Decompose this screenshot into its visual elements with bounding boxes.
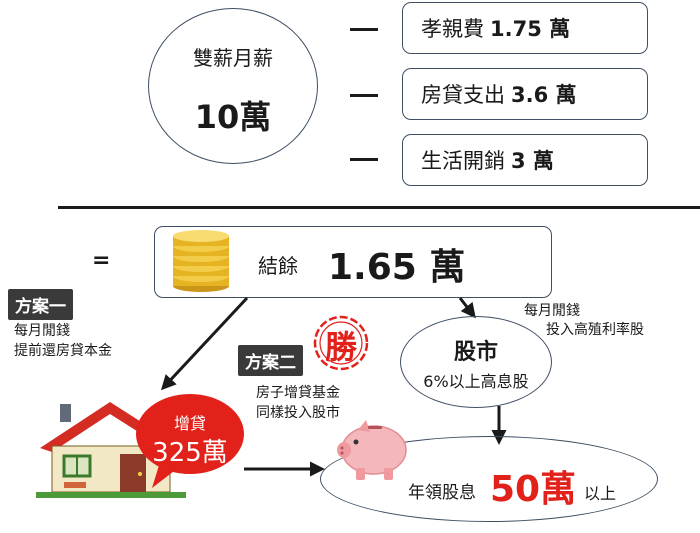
plan1-line2: 提前還房貸本金	[14, 343, 112, 359]
expense-box-filial: 孝親費 1.75 萬	[402, 2, 648, 54]
loan-bubble	[136, 394, 244, 488]
win-stamp-text: 勝	[324, 328, 357, 366]
stock-subtitle: 6%以上高息股	[423, 372, 529, 391]
stock-note-line2: 投入高殖利率股	[546, 322, 644, 338]
coin-stack-icon	[173, 230, 229, 292]
expense-label: 生活開銷	[421, 149, 505, 173]
stock-circle	[400, 316, 552, 408]
piggy-bank-icon	[337, 420, 407, 480]
plan2-line1: 房子增貸基金	[256, 385, 340, 401]
dividend-amount: 50萬	[490, 469, 577, 510]
expense-amount: 1.75 萬	[490, 17, 571, 41]
balance-box	[154, 226, 552, 298]
expense-box-living: 生活開銷 3 萬	[402, 134, 648, 186]
stock-note-line1: 每月閒錢	[524, 303, 580, 319]
expense-amount: 3 萬	[511, 149, 554, 173]
loan-amount: 325萬	[152, 438, 228, 468]
income-label: 雙薪月薪	[193, 46, 273, 70]
income-circle	[148, 8, 318, 164]
dividend-prefix: 年領股息	[408, 483, 476, 503]
plan2-tag: 方案二	[238, 345, 303, 376]
arrow-to-house	[160, 296, 249, 391]
equals-sign: =	[92, 248, 111, 273]
expense-box-mortgage: 房貸支出 3.6 萬	[402, 68, 648, 120]
dividend-suffix: 以上	[584, 484, 617, 503]
expense-label: 房貸支出	[421, 83, 505, 107]
win-stamp-icon	[313, 315, 369, 371]
plan1-tag: 方案一	[8, 289, 73, 320]
expense-amount: 3.6 萬	[511, 83, 577, 107]
stock-title: 股市	[453, 340, 498, 365]
plan1-line1: 每月閒錢	[14, 323, 70, 339]
balance-amount: 1.65 萬	[328, 247, 466, 288]
minus-sign-1	[350, 28, 378, 31]
balance-label: 結餘	[258, 254, 298, 278]
minus-sign-3	[350, 158, 378, 161]
dividend-ellipse	[320, 436, 658, 522]
minus-sign-2	[350, 94, 378, 97]
arrow-to-stock	[458, 297, 476, 319]
loan-label: 增貸	[173, 414, 206, 433]
divider-line	[58, 206, 700, 209]
income-amount: 10萬	[194, 98, 272, 136]
expense-label: 孝親費	[421, 17, 484, 41]
plan2-line2: 同樣投入股市	[256, 405, 340, 421]
